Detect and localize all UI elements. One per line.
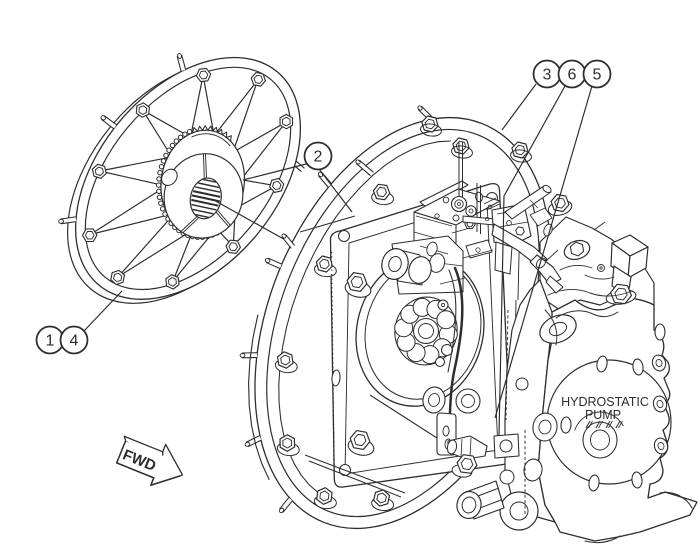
svg-text:2: 2 xyxy=(314,149,323,166)
svg-text:1: 1 xyxy=(46,333,55,350)
svg-text:HYDROSTATIC: HYDROSTATIC xyxy=(561,395,649,409)
svg-text:3: 3 xyxy=(543,67,552,84)
svg-text:PUMP: PUMP xyxy=(585,408,621,422)
svg-text:4: 4 xyxy=(70,333,79,350)
svg-text:5: 5 xyxy=(593,67,602,84)
svg-text:6: 6 xyxy=(568,67,577,84)
